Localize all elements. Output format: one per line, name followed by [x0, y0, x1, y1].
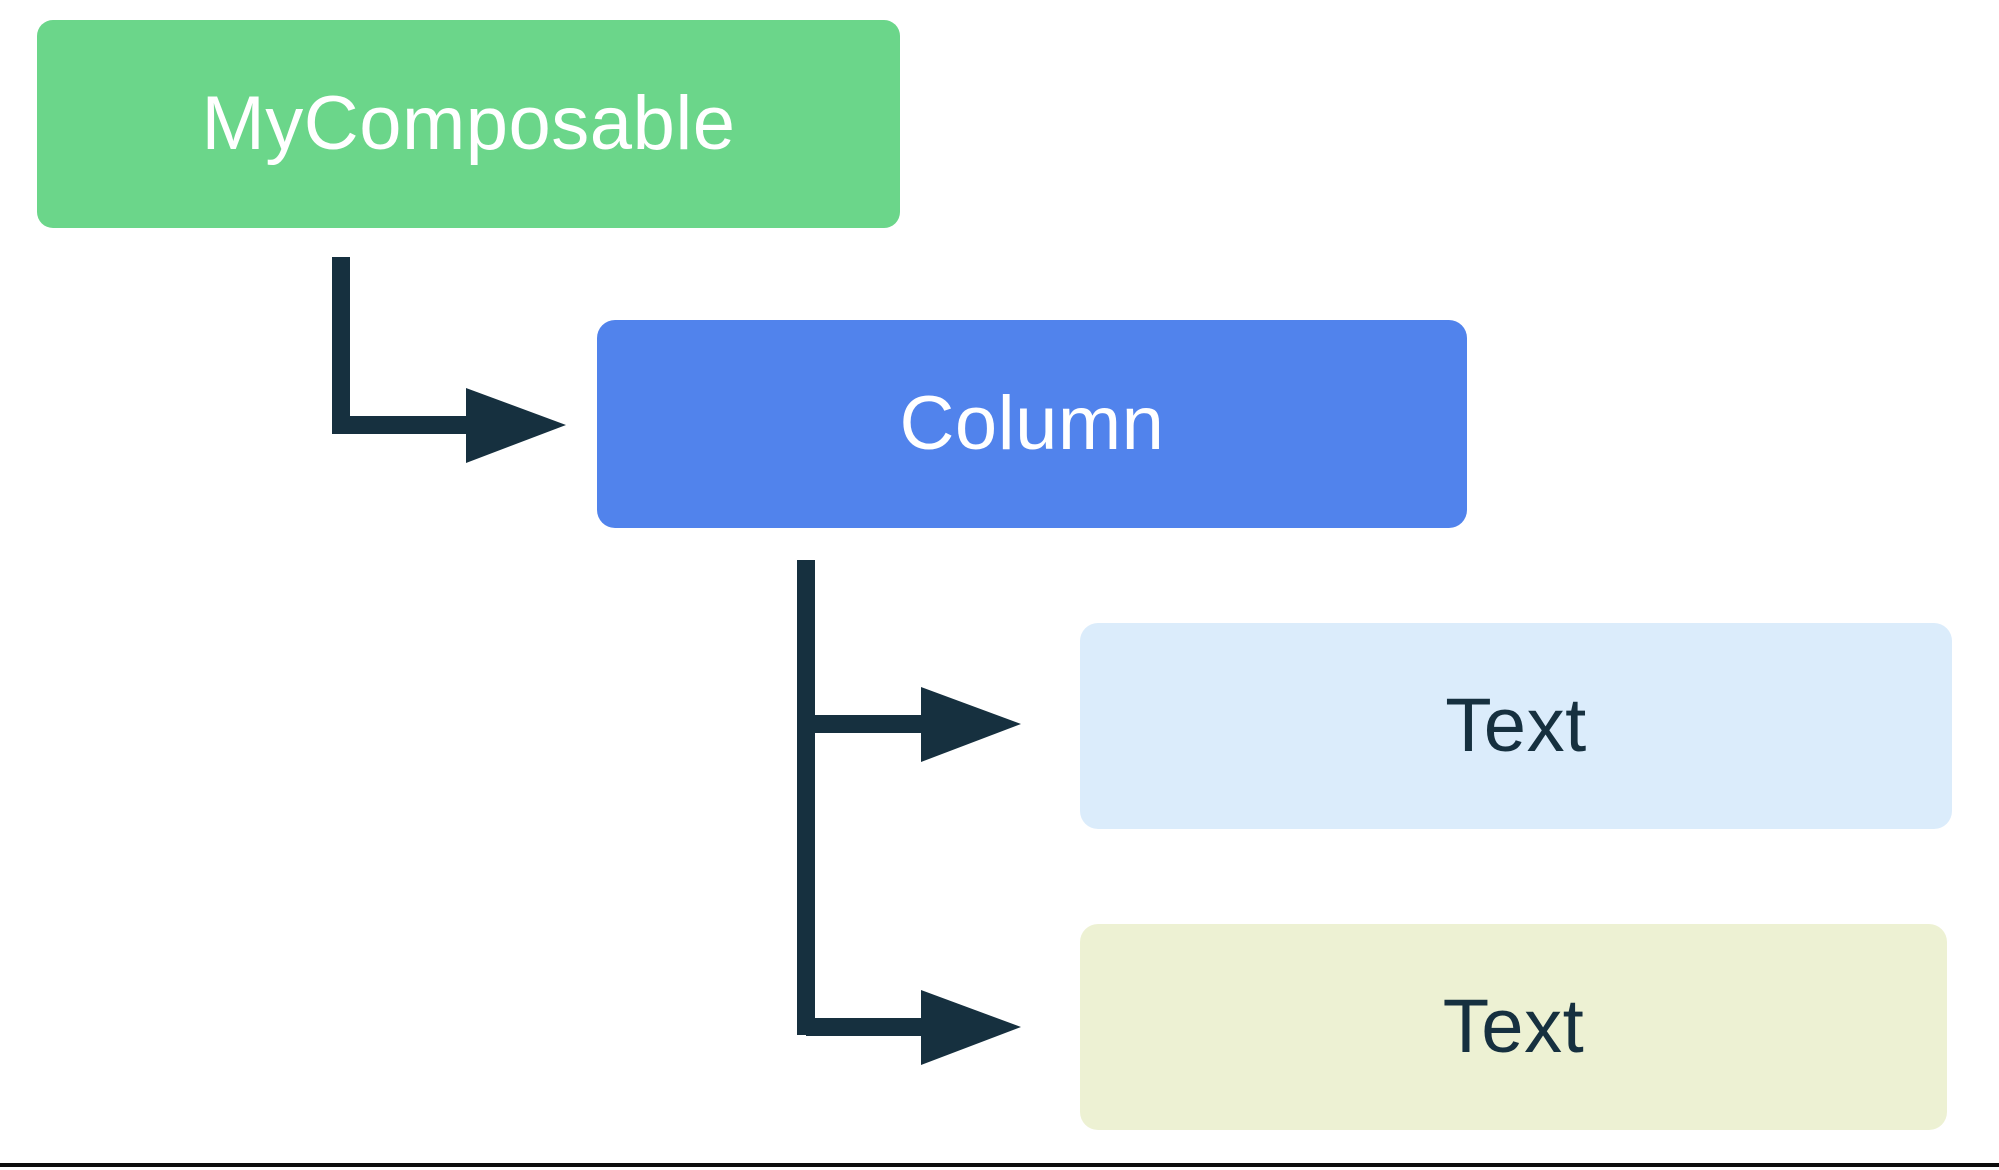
node-mycomposable[interactable]: MyComposable	[37, 20, 900, 228]
bottom-divider	[0, 1163, 1999, 1167]
node-text-primary-label: Text	[1445, 683, 1587, 768]
node-text-secondary[interactable]: Text	[1080, 924, 1947, 1130]
edge-root-to-column	[332, 257, 566, 463]
node-column[interactable]: Column	[597, 320, 1467, 528]
edge-column-to-text-1-arrowhead	[921, 687, 1021, 762]
node-text-secondary-label: Text	[1442, 984, 1585, 1069]
node-mycomposable-label: MyComposable	[201, 81, 736, 166]
node-text-primary[interactable]: Text	[1080, 623, 1952, 829]
edge-root-to-column-arrowhead	[466, 388, 566, 463]
edge-column-to-text-2	[806, 990, 1021, 1065]
edge-root-to-column-line	[332, 257, 470, 434]
node-column-label: Column	[899, 381, 1165, 466]
edge-column-to-text-1	[806, 687, 1021, 762]
edge-column-to-text-2-arrowhead	[921, 990, 1021, 1065]
